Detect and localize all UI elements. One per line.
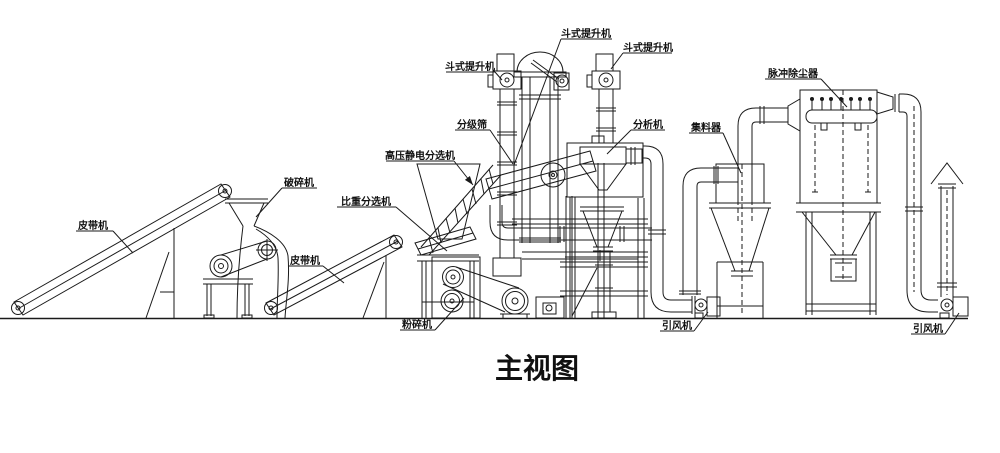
label-bucket-elevator-2-text: 斗式提升机	[561, 27, 611, 40]
label-electrostatic-separator: 高压静电分选机	[385, 149, 473, 185]
label-belt-conveyor-left-text: 皮带机	[77, 219, 108, 232]
label-analyzer-text: 分析机	[633, 118, 663, 131]
belt-conveyor-left	[12, 184, 232, 318]
label-pulverizer: 粉碎机	[400, 298, 464, 331]
label-draft-fan-1-text: 引风机	[662, 319, 692, 332]
motor-base	[536, 297, 564, 318]
pipe-dust-collector-to-fan2	[899, 94, 938, 312]
label-draft-fan-2: 引风机	[911, 313, 959, 335]
label-pulverizer-text: 粉碎机	[402, 318, 432, 331]
label-gravity-separator-text: 比重分选机	[341, 195, 391, 208]
label-draft-fan-1: 引风机	[660, 312, 708, 332]
collector	[709, 164, 771, 318]
label-gravity-separator: 比重分选机	[337, 195, 447, 251]
draft-fan-1	[692, 296, 720, 318]
label-bucket-elevator-3-text: 斗式提升机	[623, 41, 673, 54]
bucket-elevator-2	[514, 52, 569, 243]
label-electrostatic-separator-arrowhead	[464, 176, 473, 185]
crusher	[203, 199, 289, 318]
bucket-elevator-3	[587, 54, 620, 143]
belt-conveyor-2	[265, 235, 403, 318]
label-grading-screen-text: 分级筛	[457, 118, 487, 131]
draft-fan-2	[940, 297, 968, 318]
electrostatic-separator	[417, 164, 480, 239]
pipe-collector-to-dust-collector	[738, 99, 800, 222]
label-belt-conveyor-2-text: 皮带机	[289, 254, 320, 267]
exhaust-stack	[931, 163, 963, 297]
label-collector-text: 集料器	[690, 121, 722, 134]
label-pulse-dust-collector-text: 脉冲除尘器	[767, 67, 819, 80]
label-belt-conveyor-2: 皮带机	[288, 254, 344, 283]
pulse-dust-collector	[796, 90, 899, 315]
label-draft-fan-2-text: 引风机	[913, 322, 943, 335]
analyzer	[565, 136, 648, 318]
up-arrow-icon	[931, 163, 963, 184]
pipe-chute-elbow	[490, 205, 652, 261]
label-bucket-elevator-1: 斗式提升机	[445, 60, 502, 80]
pipe-fan-to-collector	[679, 166, 738, 295]
label-belt-conveyor-left: 皮带机	[76, 219, 133, 253]
pipe-analyzer-to-fan	[643, 146, 692, 312]
label-collector: 集料器	[689, 121, 741, 173]
label-bucket-elevator-1-text: 斗式提升机	[445, 60, 495, 73]
pulse-valves	[810, 97, 872, 110]
label-crusher: 破碎机	[256, 176, 317, 217]
label-grading-screen: 分级筛	[455, 118, 513, 164]
grading-screen	[486, 151, 596, 199]
label-bucket-elevator-3: 斗式提升机	[611, 41, 673, 69]
label-electrostatic-separator-text: 高压静电分选机	[385, 149, 455, 162]
label-analyzer: 分析机	[607, 118, 665, 154]
labels-layer: 皮带机破碎机皮带机比重分选机高压静电分选机分级筛斗式提升机斗式提升机斗式提升机分…	[76, 27, 959, 335]
gravity-separator	[415, 227, 479, 318]
bucket-elevator-1	[488, 54, 521, 276]
label-pulse-dust-collector: 脉冲除尘器	[765, 67, 847, 107]
label-bucket-elevator-2: 斗式提升机	[514, 27, 612, 165]
drawing-title: 主视图	[495, 353, 579, 385]
pulverizer	[432, 257, 564, 318]
label-crusher-text: 破碎机	[284, 176, 314, 189]
